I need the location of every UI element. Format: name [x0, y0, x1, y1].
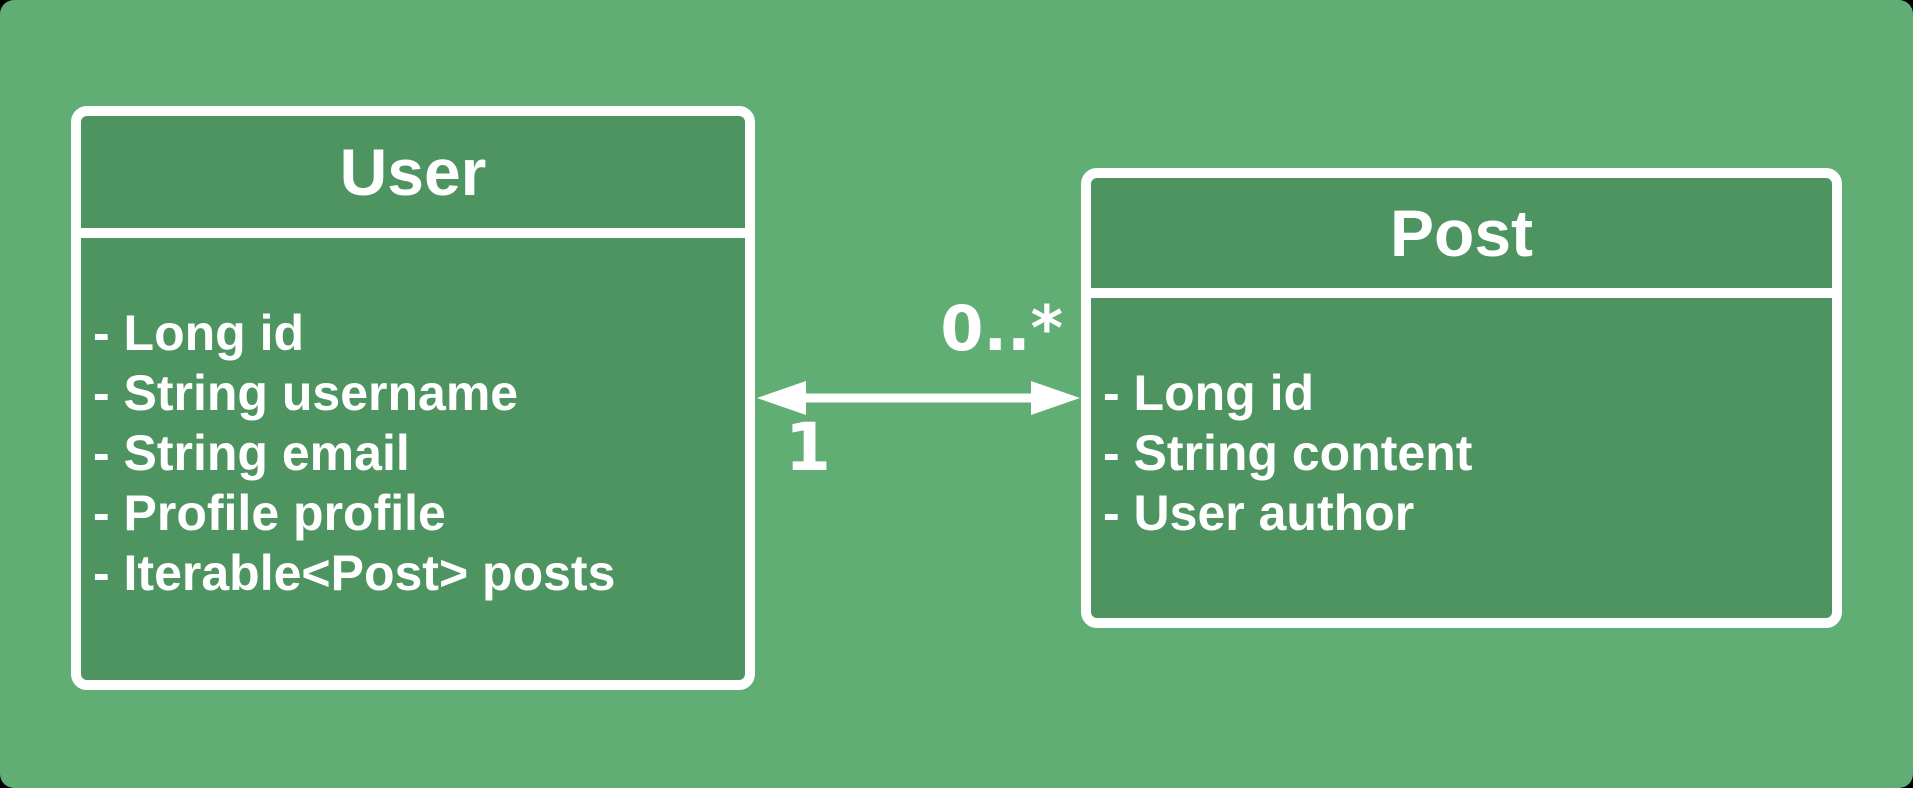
uml-class-post[interactable]: Post - Long id- String content- User aut…	[1081, 168, 1842, 628]
uml-class-user-name: User	[81, 116, 745, 238]
uml-class-post-attributes: - Long id- String content- User author	[1091, 298, 1832, 618]
arrowhead-right-icon	[1031, 381, 1080, 415]
uml-class-user[interactable]: User - Long id- String username- String …	[71, 106, 755, 690]
arrowhead-left-icon	[757, 381, 806, 415]
uml-attribute-line: - Profile profile	[93, 485, 446, 541]
uml-attribute-line: - String username	[93, 365, 519, 421]
multiplicity-source-label: 1	[785, 409, 831, 486]
uml-class-user-attributes: - Long id- String username- String email…	[81, 238, 745, 680]
uml-attribute-line: - String email	[93, 425, 410, 481]
uml-attribute-line: - Long id	[1103, 365, 1315, 421]
multiplicity-target-label: 0..*	[940, 292, 1063, 365]
uml-class-post-name: Post	[1091, 178, 1832, 298]
uml-attribute-line: - User author	[1103, 485, 1415, 541]
uml-attribute-line: - Iterable<Post> posts	[93, 545, 616, 601]
uml-attribute-line: - String content	[1103, 425, 1473, 481]
uml-attribute-line: - Long id	[93, 305, 305, 361]
